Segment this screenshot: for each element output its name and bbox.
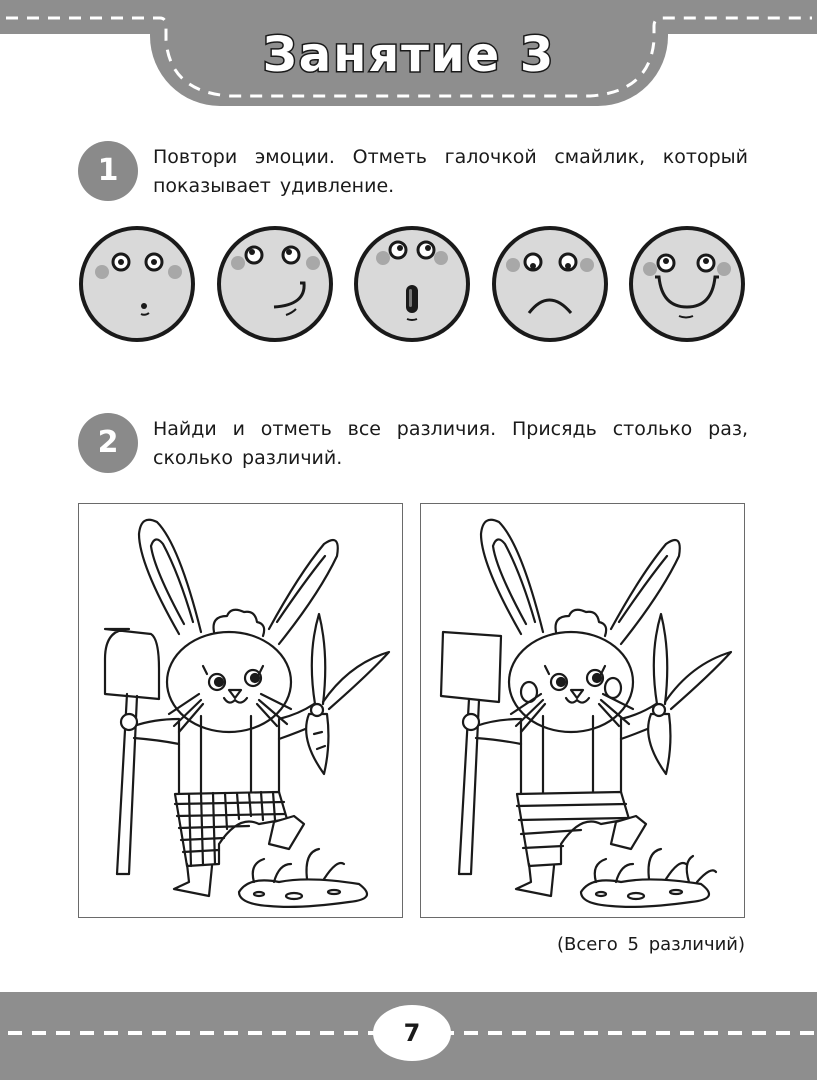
page-title: Занятие 3 — [261, 26, 556, 85]
smiley-row — [78, 225, 746, 343]
task-number-badge: 2 — [78, 413, 138, 473]
spot-the-difference-pictures — [78, 503, 745, 918]
task-instruction: Найди и отметь все различия. Присядь сто… — [153, 418, 748, 469]
task-instruction: Повтори эмоции. Отметь галочкой смайлик,… — [153, 146, 748, 197]
page-number: 7 — [373, 1005, 451, 1061]
task-2: 2 Найди и отметь все различия. Присядь с… — [78, 413, 758, 483]
differences-count-note: (Всего 5 различий) — [557, 934, 745, 955]
bunny-illustration-icon — [439, 518, 733, 908]
task-1: 1 Повтори эмоции. Отметь галочкой смайли… — [78, 141, 758, 211]
header-stitch-decoration — [6, 16, 812, 98]
picture-left[interactable] — [78, 503, 403, 918]
sad-face-icon[interactable] — [491, 225, 609, 343]
happy-face-icon[interactable] — [628, 225, 746, 343]
thoughtful-face-icon[interactable] — [78, 225, 196, 343]
task-number-badge: 1 — [78, 141, 138, 201]
bunny-illustration-icon — [103, 518, 391, 908]
header-tab — [150, 0, 668, 106]
smirk-face-icon[interactable] — [216, 225, 334, 343]
surprised-face-icon[interactable] — [353, 225, 471, 343]
picture-right[interactable] — [420, 503, 745, 918]
